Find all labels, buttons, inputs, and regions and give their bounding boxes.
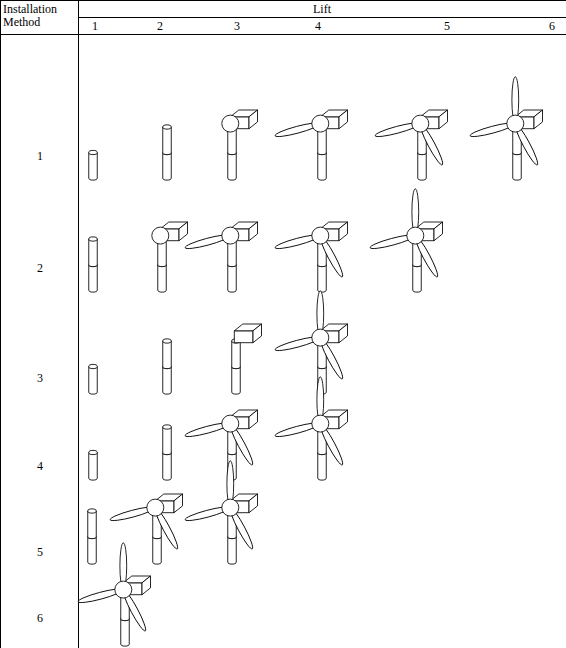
turbine-part [163,125,172,155]
turbine-stage [77,543,150,646]
turbine-part [232,339,241,369]
turbine-stage [89,450,98,480]
table-number: 1 [92,20,98,33]
table-number: 3 [37,372,43,385]
turbine-part [147,499,164,516]
turbine-stage [369,189,442,292]
table-number: 1 [37,150,43,163]
turbine-stage [274,110,347,180]
turbine-part [312,115,329,132]
turbine-stage [152,222,188,292]
turbine-stage [274,377,347,480]
turbine-part [222,115,239,132]
turbine-stage [89,364,98,394]
turbine-stage [374,110,447,180]
turbine-part [222,499,239,516]
table-number: 6 [37,612,43,625]
turbine-part [163,339,172,369]
turbine-stage [163,425,172,480]
turbine-stage [88,509,97,564]
turbine-part [312,227,329,244]
turbine-stage [163,125,172,180]
table-number: 3 [234,20,240,33]
turbine-part [234,324,261,343]
turbine-part [507,115,524,132]
turbine-part [89,237,98,267]
table-number: 2 [37,262,43,275]
turbine-stage [184,410,257,480]
turbine-part [89,450,98,480]
turbine-stage [469,77,542,180]
turbine-stage [163,339,172,394]
table-number: 4 [315,20,321,33]
turbine-part [222,415,239,432]
table-number: 2 [157,20,163,33]
turbine-stage [274,222,347,292]
turbine-part [312,415,329,432]
turbine-part [407,227,424,244]
table-number: 6 [549,20,555,33]
turbine-part [412,115,429,132]
turbine-part [115,581,132,598]
turbine-stage [184,222,257,292]
turbine-stage [89,237,98,292]
turbine-part [222,227,239,244]
table-number: 5 [444,20,450,33]
turbine-part [312,329,329,346]
turbine-part [152,227,169,244]
turbine-stage [89,150,98,180]
turbine-part [88,509,97,539]
turbine-part [163,425,172,455]
table-number: 4 [37,460,43,473]
turbine-stage [184,461,257,564]
turbine-part [89,364,98,394]
turbine-part [89,150,98,180]
column-heading: Installation Method [3,3,75,29]
table-number: 5 [37,546,43,559]
turbine-stage [222,110,258,180]
turbine-stage [274,291,347,394]
turbine-stage [232,324,262,394]
column-heading: Lift [313,3,331,16]
